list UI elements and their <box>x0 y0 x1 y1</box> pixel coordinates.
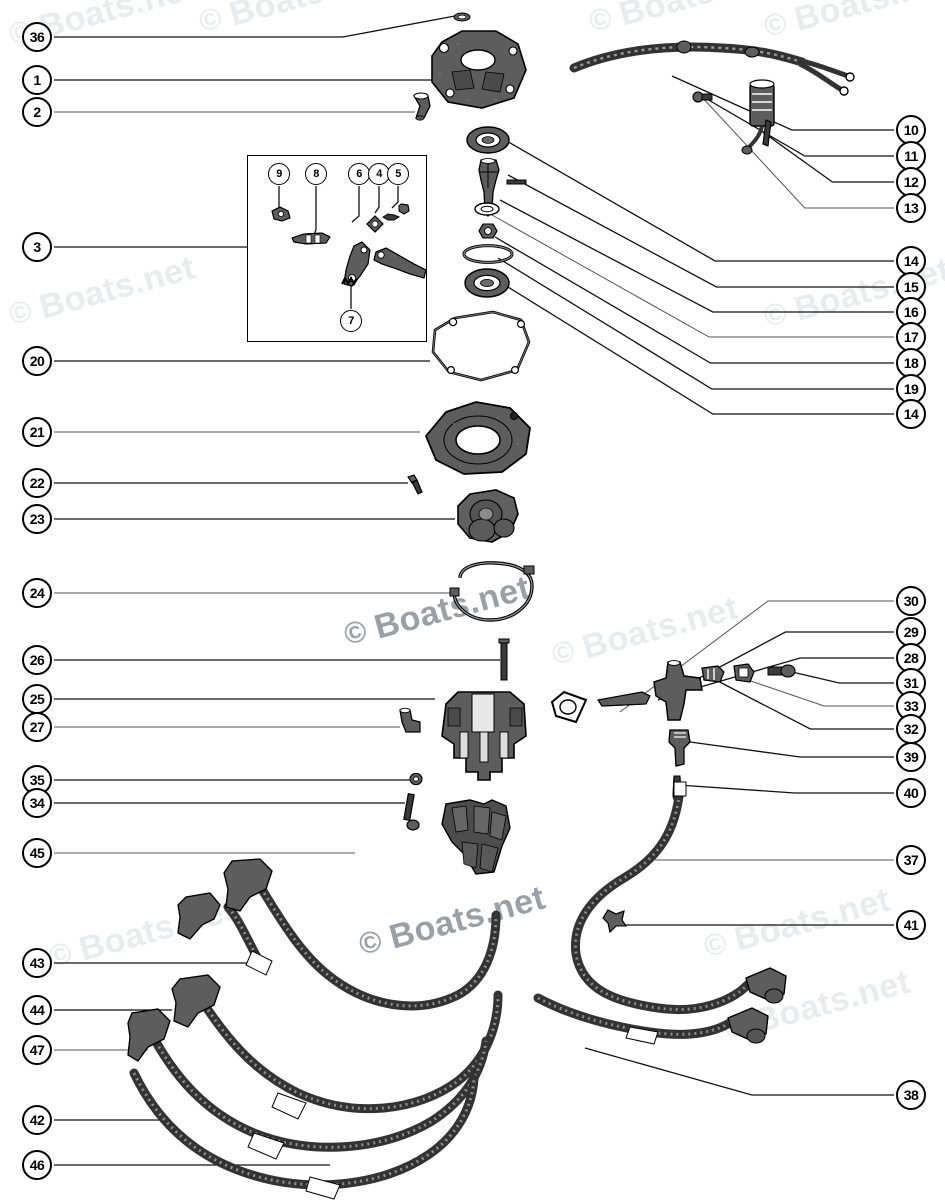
callout-1[interactable]: 1 <box>22 65 52 95</box>
part-art-inset-bar-8 <box>290 230 332 246</box>
callout-5[interactable]: 5 <box>387 163 409 185</box>
part-art-inset-weight-6a <box>340 240 376 290</box>
part-art-inset-clip-5 <box>397 202 411 216</box>
leader-line <box>497 257 894 390</box>
callout-30[interactable]: 30 <box>896 586 926 616</box>
callout-10[interactable]: 10 <box>896 115 926 145</box>
callout-23[interactable]: 23 <box>22 504 52 534</box>
watermark-1: © Boats.net <box>195 0 390 39</box>
callout-18[interactable]: 18 <box>896 348 926 378</box>
part-art-inset-clip-9 <box>270 205 292 223</box>
part-art-boot-39 <box>664 728 696 768</box>
part-art-spacer-bar-29 <box>596 688 652 708</box>
part-art-washer-35 <box>408 772 424 786</box>
callout-40[interactable]: 40 <box>896 778 926 808</box>
part-art-wire-bundle-45 <box>440 798 516 876</box>
part-art-spark-plug-wire-set <box>127 855 548 1200</box>
inset-detail-box <box>247 155 427 342</box>
callout-36[interactable]: 36 <box>22 22 52 52</box>
callout-19[interactable]: 19 <box>896 374 926 404</box>
part-art-elbow-fitting-27 <box>396 707 424 738</box>
callout-38[interactable]: 38 <box>896 1080 926 1110</box>
callout-13[interactable]: 13 <box>896 193 926 223</box>
part-art-housing-base-21 <box>418 400 540 478</box>
callout-44[interactable]: 44 <box>22 995 52 1025</box>
part-art-coil-bracket-28 <box>650 660 704 724</box>
callout-46[interactable]: 46 <box>22 1150 52 1180</box>
part-art-retaining-ring-24 <box>446 560 538 626</box>
part-art-screw-13 <box>692 90 714 104</box>
part-art-washer-17 <box>474 202 500 216</box>
part-art-screw-22 <box>405 474 427 496</box>
callout-34[interactable]: 34 <box>22 788 52 818</box>
leader-line <box>699 94 894 209</box>
callout-37[interactable]: 37 <box>896 845 926 875</box>
part-art-inset-pin-4b <box>382 212 401 222</box>
callout-32[interactable]: 32 <box>896 714 926 744</box>
part-art-gasket-20 <box>425 308 537 384</box>
callout-22[interactable]: 22 <box>22 468 52 498</box>
leader-line <box>494 236 894 364</box>
callout-45[interactable]: 45 <box>22 838 52 868</box>
part-art-coil-lead-37 <box>533 781 818 1082</box>
leader-line <box>689 741 894 758</box>
leader-line <box>507 174 894 288</box>
part-art-sleeve-12 <box>760 118 774 148</box>
callout-29[interactable]: 29 <box>896 617 926 647</box>
callout-3[interactable]: 3 <box>22 232 52 262</box>
part-art-clip-32 <box>700 664 726 684</box>
part-art-pickup-coil-23 <box>452 488 524 546</box>
part-art-inset-spring-7 <box>340 275 360 288</box>
part-art-bolt-26 <box>498 638 510 682</box>
callout-41[interactable]: 41 <box>896 910 926 940</box>
leader-line <box>504 139 894 262</box>
callout-4[interactable]: 4 <box>368 163 390 185</box>
part-art-distributor-cap-25 <box>430 680 538 788</box>
part-art-bearing-14-upper <box>466 126 510 154</box>
part-art-plate-gasket-30 <box>548 690 590 726</box>
callout-11[interactable]: 11 <box>896 141 926 171</box>
callout-20[interactable]: 20 <box>22 346 52 376</box>
callout-2[interactable]: 2 <box>22 97 52 127</box>
part-art-distributor-housing-1 <box>418 26 538 114</box>
callout-42[interactable]: 42 <box>22 1105 52 1135</box>
callout-26[interactable]: 26 <box>22 645 52 675</box>
part-art-screw-31 <box>766 662 796 680</box>
part-art-inset-washer-4 <box>366 215 384 233</box>
callout-47[interactable]: 47 <box>22 1035 52 1065</box>
callout-39[interactable]: 39 <box>896 742 926 772</box>
callout-7[interactable]: 7 <box>340 310 362 332</box>
part-art-clip-33 <box>732 662 756 684</box>
part-art-wire-clip-41 <box>602 908 628 934</box>
callout-24[interactable]: 24 <box>22 578 52 608</box>
leader-line <box>499 199 894 313</box>
callout-25[interactable]: 25 <box>22 684 52 714</box>
part-art-inset-weight-6b <box>372 246 428 288</box>
watermark-7: © Boats.net <box>548 588 743 672</box>
part-art-wiring-harness-10 <box>569 34 862 110</box>
callout-6[interactable]: 6 <box>348 163 370 185</box>
callout-43[interactable]: 43 <box>22 948 52 978</box>
callout-8[interactable]: 8 <box>305 163 327 185</box>
callout-14[interactable]: 14 <box>896 399 926 429</box>
part-art-o-ring-19 <box>462 244 514 264</box>
callout-27[interactable]: 27 <box>22 712 52 742</box>
part-art-elbow-fitting-2 <box>410 92 442 122</box>
part-art-screw-34 <box>400 792 420 832</box>
part-art-bearing-14-lower <box>464 268 510 298</box>
leader-line <box>741 677 894 707</box>
part-art-clip-36 <box>452 10 472 24</box>
leader-line <box>711 677 894 730</box>
leader-line <box>499 281 894 415</box>
callout-21[interactable]: 21 <box>22 417 52 447</box>
callout-9[interactable]: 9 <box>268 163 290 185</box>
leader-line <box>54 15 456 38</box>
part-art-pin-16 <box>506 178 528 186</box>
leader-line <box>491 214 894 338</box>
part-art-nut-18 <box>478 222 498 240</box>
